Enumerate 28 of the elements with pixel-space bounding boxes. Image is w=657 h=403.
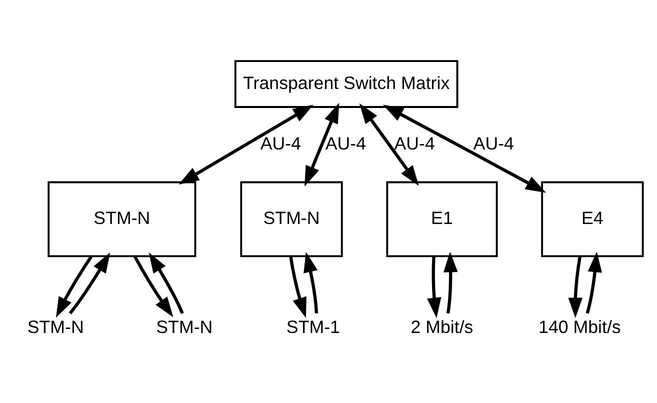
edge-label: AU-4 (325, 132, 366, 153)
arrow (382, 104, 546, 192)
arrow (68, 252, 110, 314)
node-box: STM-N (48, 180, 196, 257)
arrow (586, 251, 602, 314)
node-box: STM-N (240, 180, 343, 257)
arrow (568, 256, 583, 318)
node-text: 2 Mbit/s (410, 316, 474, 336)
arrow (289, 256, 306, 318)
node-box: E1 (386, 180, 498, 257)
node-text: 140 Mbit/s (538, 316, 621, 336)
node-box: Transparent Switch Matrix (234, 60, 458, 108)
node-text: STM-1 (286, 316, 340, 336)
node-box: E4 (541, 180, 644, 257)
arrow (304, 102, 340, 186)
node-text: STM-N (156, 316, 213, 336)
arrow (56, 255, 93, 318)
arrow (427, 256, 442, 318)
arrow (304, 251, 318, 313)
arrow (148, 252, 184, 314)
arrow (178, 104, 314, 184)
edge-label: AU-4 (394, 132, 435, 153)
arrow (133, 255, 174, 317)
edge-label: AU-4 (473, 132, 514, 153)
arrow (359, 102, 419, 186)
edge-label: AU-4 (260, 132, 302, 153)
arrow (443, 251, 458, 314)
node-text: STM-N (27, 316, 84, 336)
